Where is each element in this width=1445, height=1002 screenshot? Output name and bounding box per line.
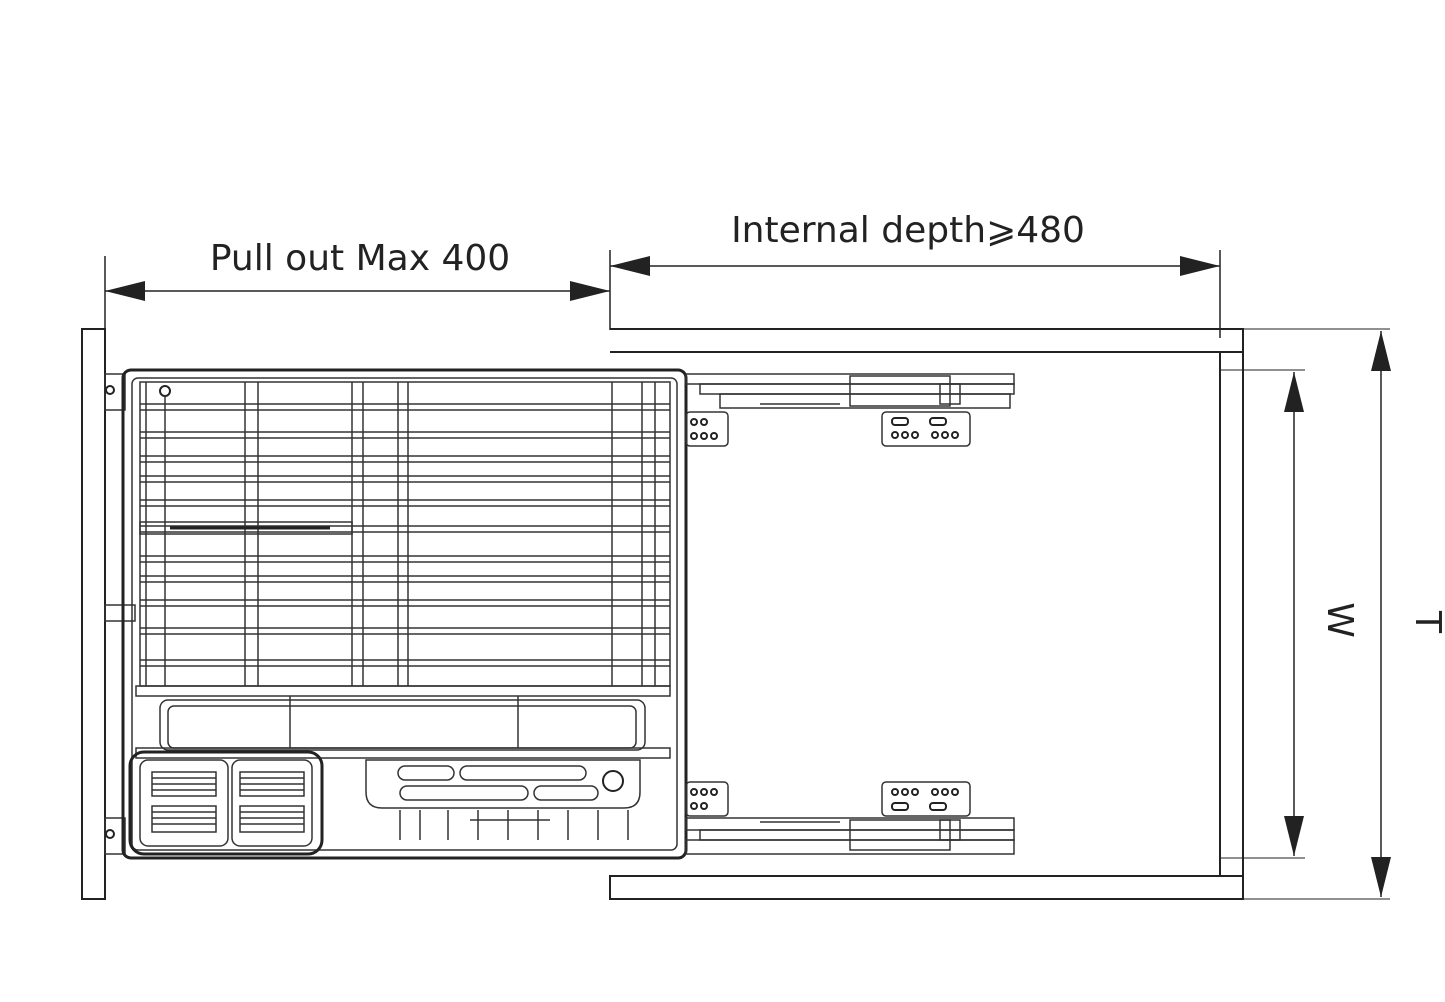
pull-out-dimension: Pull out Max 400 (104, 238, 611, 330)
cabinet-outline (81, 328, 1390, 900)
top-runner (685, 373, 1015, 447)
pull-out-label: Pull out Max 400 (210, 238, 510, 279)
width-dimension: W (1284, 372, 1360, 856)
basket-wires (140, 403, 670, 667)
internal-depth-label: Internal depth⩾480 (731, 210, 1085, 251)
total-label: T (1407, 610, 1445, 634)
width-label: W (1319, 602, 1360, 638)
vent-grille (151, 771, 305, 833)
hook-rail (399, 810, 629, 840)
bottom-runner (685, 781, 1015, 855)
internal-depth-dimension: Internal depth⩾480 (610, 210, 1221, 338)
basket (104, 368, 688, 860)
total-dimension: T (1371, 331, 1445, 897)
